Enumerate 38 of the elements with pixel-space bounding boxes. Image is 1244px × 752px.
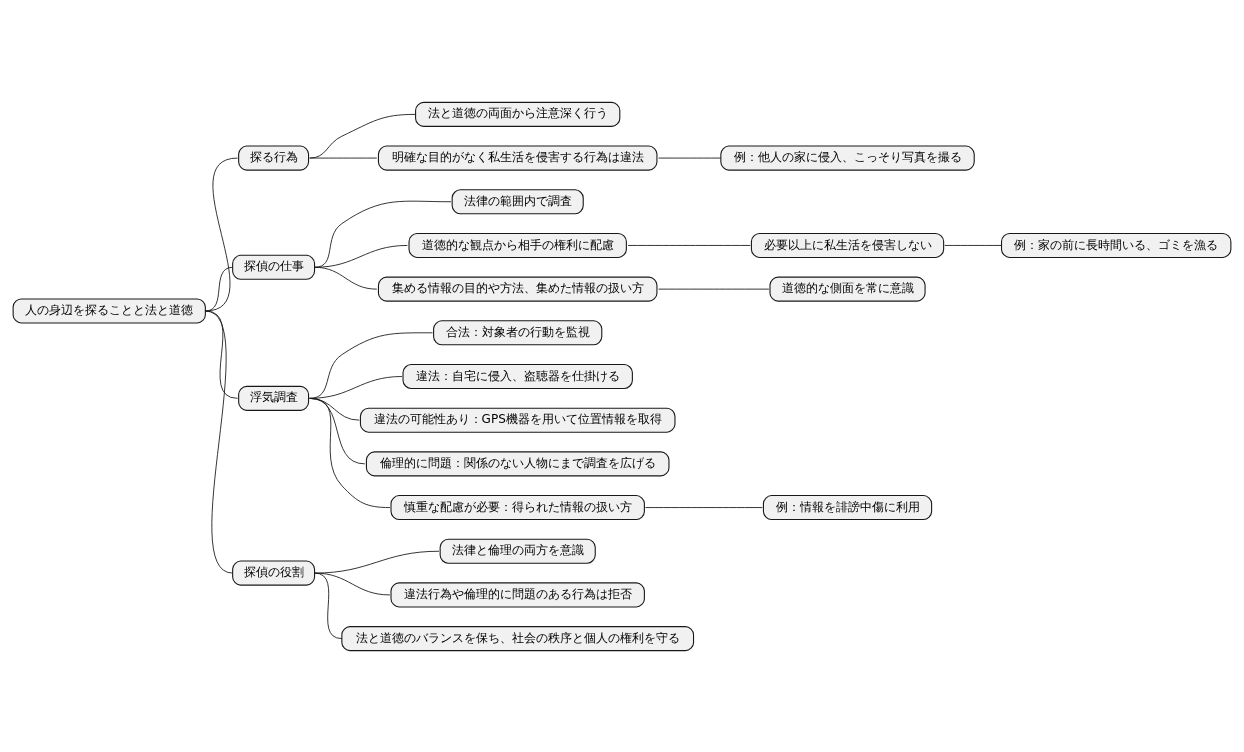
connector (314, 572, 391, 595)
connector (314, 550, 440, 574)
connector (204, 310, 238, 399)
connector (658, 157, 722, 158)
connector (314, 266, 378, 290)
node-box: 必要以上に私生活を侵害しない (750, 232, 945, 258)
node-box: 慎重な配慮が必要：得られた情報の扱い方 (390, 494, 645, 520)
node-box: 合法：対象者の行動を監視 (433, 319, 603, 345)
connector (944, 244, 1002, 246)
node-box: 道徳的な側面を常に意識 (769, 276, 926, 302)
node-box: 探偵の役割 (232, 560, 316, 586)
node-box: 法と道徳のバランスを保ち、社会の秩序と個人の権利を守る (341, 625, 695, 651)
node-box: 浮気調査 (238, 385, 310, 411)
connector (314, 572, 343, 639)
connector (314, 200, 452, 268)
node-box: 探る行為 (238, 145, 310, 171)
node-box: 例：家の前に長時間いる、ゴミを漁る (1000, 232, 1232, 258)
node-box: 人の身辺を探ることと法と道徳 (12, 297, 206, 324)
node-box: 明確な目的がなく私生活を侵害する行為は違法 (377, 145, 658, 171)
node-box: 道徳的な観点から相手の権利に配慮 (408, 232, 627, 258)
node-box: 違法行為や倫理的に問題のある行為は拒否 (390, 581, 645, 607)
node-box: 法律の範囲内で調査 (451, 188, 584, 214)
node-box: 探偵の仕事 (232, 254, 316, 280)
connector (309, 157, 378, 158)
node-box: 倫理的に問題：関係のない人物にまで調査を広げる (365, 450, 670, 476)
node-box: 法と道徳の両面から注意深く行う (415, 101, 621, 127)
node-box: 例：他人の家に侵入、こっそり写真を撮る (720, 145, 975, 171)
connector (309, 397, 391, 508)
connector (204, 310, 234, 574)
connector (627, 244, 751, 246)
node-box: 集める情報の目的や方法、集めた情報の扱い方 (377, 276, 658, 302)
connector (309, 113, 416, 158)
connector (309, 331, 433, 399)
connector (645, 506, 763, 508)
node-box: 法律と倫理の両方を意識 (439, 538, 596, 564)
node-box: 違法：自宅に侵入、盗聴器を仕掛ける (402, 363, 633, 389)
node-box: 違法の可能性あり：GPS機器を用いて位置情報を取得 (359, 407, 676, 433)
node-box: 例：情報を誹謗中傷に利用 (762, 494, 933, 520)
